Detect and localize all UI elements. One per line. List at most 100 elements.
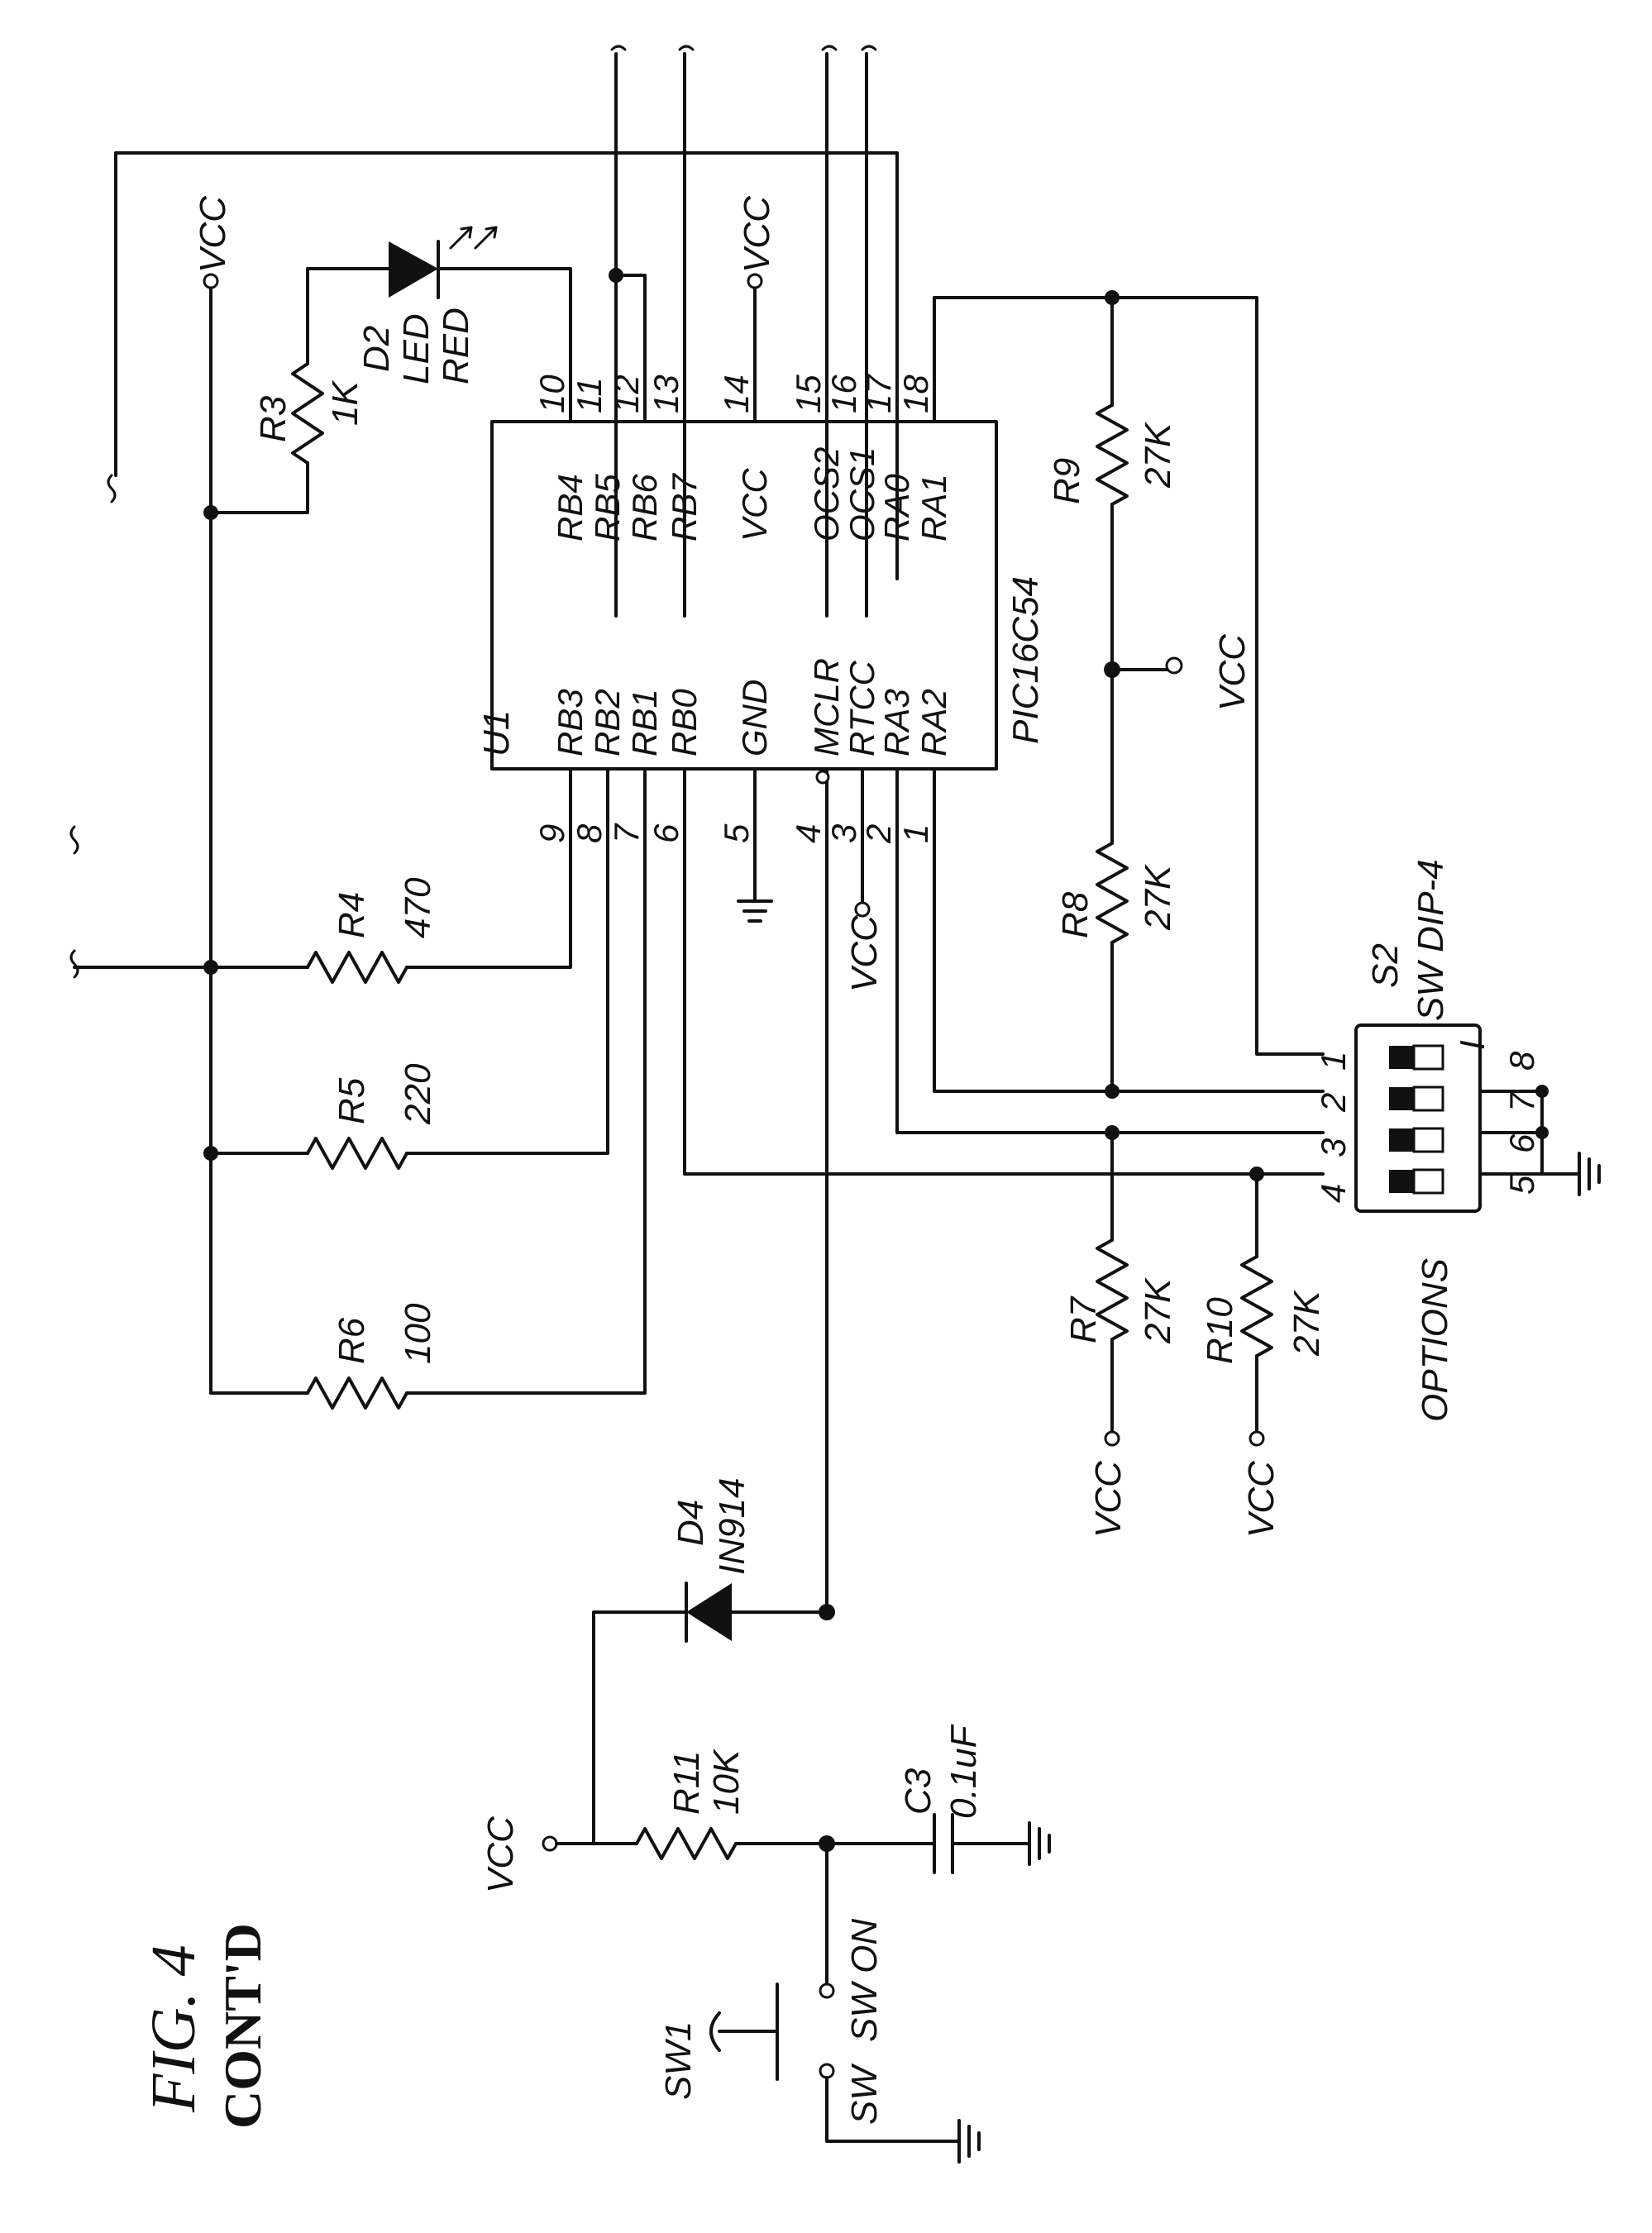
d4-diode-icon	[686, 1583, 732, 1641]
u1-pin-name: RB5	[588, 474, 627, 542]
vcc-terminal	[856, 903, 869, 916]
vcc-terminal	[543, 1837, 556, 1850]
vcc-terminal	[748, 274, 762, 288]
r9-ref: R9	[1047, 458, 1087, 504]
s2-mark: I	[1453, 1040, 1492, 1050]
u1-pin-number: 12	[607, 375, 646, 413]
u1-pin-number: 1	[896, 824, 935, 843]
light-emission-icon	[451, 227, 496, 248]
r9-resistor	[1097, 405, 1127, 504]
sw1-sw-label: SW	[844, 2064, 885, 2125]
u1-pin-name: RB7	[665, 473, 704, 542]
s2-pin-2: 2	[1314, 1093, 1353, 1113]
u1-pin-number: 6	[647, 823, 685, 843]
s2-pin-5: 5	[1502, 1175, 1541, 1195]
r7-value: 27K	[1138, 1277, 1178, 1344]
r6-value: 100	[398, 1303, 438, 1364]
ground-icon	[959, 2121, 979, 2162]
vcc-label: VCC	[1241, 1460, 1282, 1538]
s2-pin-7: 7	[1502, 1091, 1541, 1112]
u1-left-pins: 9RB38RB27RB16RB05GND4MCLR3RTCC2RA31RA2	[532, 658, 953, 844]
r5-resistor	[308, 1138, 407, 1168]
s2-pin-1: 1	[1314, 1052, 1353, 1071]
c3-ref: C3	[898, 1768, 938, 1815]
u1-pin-number: 3	[824, 824, 863, 843]
vcc-terminal	[204, 274, 217, 288]
d4-ref: D4	[671, 1500, 711, 1546]
vcc-terminal	[1105, 1432, 1119, 1445]
r11-value: 10K	[706, 1749, 747, 1815]
r3-resistor	[293, 364, 322, 463]
r6-ref: R6	[332, 1317, 372, 1364]
break-mark	[108, 475, 115, 502]
u1-pin-number: 9	[532, 824, 571, 843]
vcc-terminal	[1167, 658, 1182, 673]
u1-pin-number: 2	[859, 824, 898, 844]
s2-pin-8: 8	[1502, 1051, 1541, 1071]
r10-ref: R10	[1200, 1297, 1240, 1364]
r5-ref: R5	[332, 1077, 372, 1124]
u1-pin-name: GND	[735, 680, 774, 756]
r-net-wire	[211, 967, 308, 1393]
vcc-label: VCC	[844, 914, 885, 992]
r6-resistor	[308, 1378, 407, 1408]
sw1-terminal	[820, 2064, 833, 2078]
s2-pin-6: 6	[1502, 1133, 1541, 1153]
r11-ref: R11	[666, 1751, 707, 1815]
c3-capacitor	[827, 1815, 1029, 1873]
vcc-label: VCC	[193, 195, 233, 273]
ra1-wire	[934, 298, 1323, 1054]
r8-value: 27K	[1138, 864, 1178, 931]
d4-value: IN914	[712, 1478, 752, 1575]
u1-pin-name: RB0	[665, 689, 704, 756]
sw1-pushbutton-icon	[719, 1984, 777, 2079]
figure-title: FIG. 4	[139, 1944, 208, 2113]
vcc-label: VCC	[737, 195, 777, 273]
u1-pin-name: RTCC	[843, 660, 881, 756]
u1-pin-name: RA3	[877, 689, 916, 756]
junction-dot	[1535, 1085, 1549, 1098]
u1-pin-name: MCLR	[807, 658, 846, 756]
r9-value: 27K	[1138, 422, 1178, 489]
u1-pin-number: 18	[896, 375, 935, 413]
u1-pin-name: RB2	[588, 689, 627, 756]
u1-pin-name: VCC	[735, 468, 774, 542]
r11-resistor	[637, 1829, 736, 1858]
u1-part: PIC16C54	[1005, 576, 1046, 744]
r4-ref: R4	[332, 892, 372, 938]
u1-pin-name: RB4	[551, 474, 590, 542]
rb0-wire	[685, 769, 1323, 1174]
u1-pin-number: 7	[607, 823, 646, 843]
u1-pin-name: RB3	[551, 689, 590, 756]
r3-lower-wire	[211, 463, 308, 513]
vcc-label: VCC	[1088, 1460, 1129, 1538]
u1-pin-name: RB6	[625, 474, 664, 542]
r3-value: 1K	[325, 380, 365, 426]
s2-value: SW DIP-4	[1411, 859, 1451, 1021]
r5-value: 220	[398, 1063, 438, 1125]
r8-ref: R8	[1055, 891, 1096, 938]
r8-resistor	[1097, 843, 1127, 942]
s2-pin-4: 4	[1314, 1184, 1353, 1203]
vcc-label: VCC	[1212, 633, 1253, 711]
u1-pin-number: 17	[859, 374, 898, 413]
u1-pin-number: 15	[789, 375, 828, 413]
r7-ref: R7	[1063, 1295, 1104, 1343]
u1-pin-name: OCS2	[807, 447, 846, 542]
junction-dot	[1105, 1084, 1120, 1099]
u1-pin-number: 13	[647, 375, 685, 413]
u1-pin-name: RA2	[914, 689, 953, 756]
ra2-wire	[934, 769, 1323, 1091]
break-mark	[71, 951, 78, 977]
sw1-ref: SW1	[658, 2021, 699, 2100]
r4-value: 470	[398, 877, 438, 938]
u1-pin-number: 16	[824, 375, 863, 413]
u1-pin-name: OCS1	[843, 447, 881, 542]
d2-ref: D2	[356, 326, 397, 372]
ground-icon	[1029, 1823, 1049, 1864]
sw1-terminal	[820, 1984, 833, 1997]
vcc-label: VCC	[480, 1816, 521, 1893]
break-mark	[71, 827, 78, 853]
r10-resistor	[1242, 1257, 1272, 1356]
